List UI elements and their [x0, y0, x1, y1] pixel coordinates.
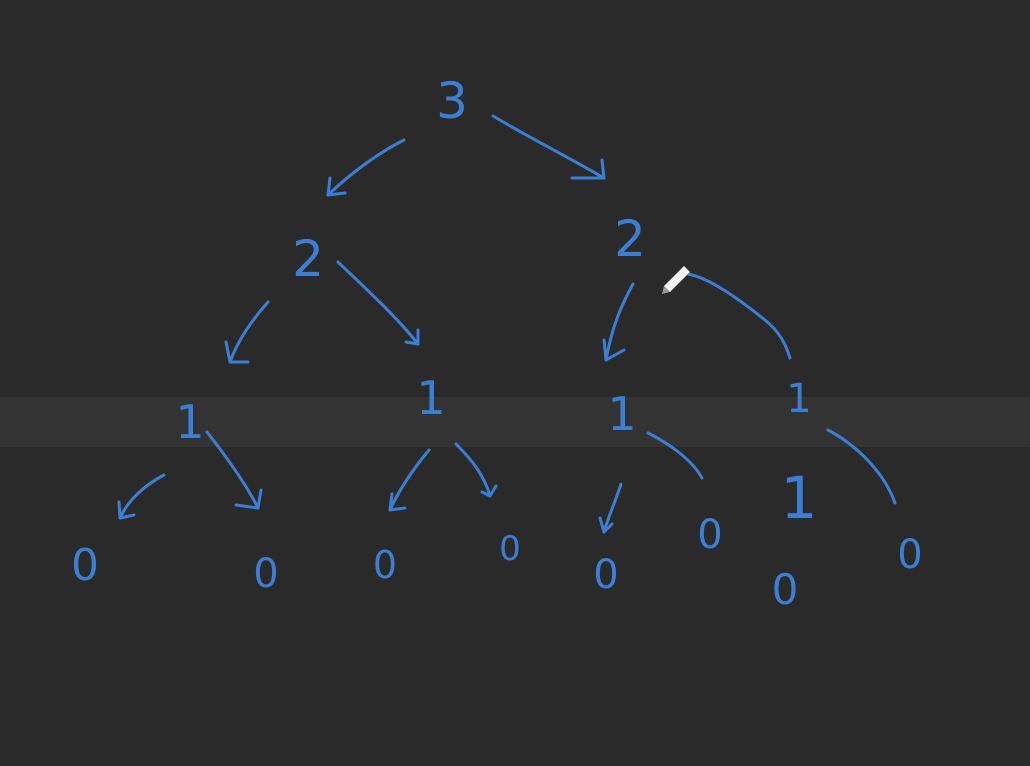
- node-l2-1: 1: [175, 395, 204, 449]
- node-root: 3: [436, 72, 468, 130]
- edge-l2-3-to-l3-6: [646, 431, 704, 480]
- node-l2-4: 1: [786, 376, 811, 422]
- node-l3-8: 0: [897, 532, 922, 578]
- node-l3-3: 0: [373, 543, 397, 587]
- node-l4-1: 0: [772, 565, 799, 614]
- node-l2-2: 1: [416, 371, 445, 425]
- node-l2-3: 1: [607, 387, 636, 441]
- arrow-l2-2-to-l3-4: [454, 442, 498, 498]
- highlight-band: [0, 397, 1030, 447]
- arrow-root-to-right: [491, 114, 606, 180]
- node-l3-6: 0: [697, 512, 722, 558]
- arrow-l2-1-to-l3-2: [205, 430, 263, 510]
- arrow-left2-to-l2-1: [224, 300, 270, 364]
- arrow-left2-to-l2-2: [336, 260, 420, 346]
- arrow-root-to-left: [326, 138, 406, 197]
- edge-l2-4-to-l3-8: [826, 428, 897, 505]
- arrow-l2-2-to-l3-3: [388, 448, 431, 512]
- arrow-right2-to-l2-3: [602, 282, 635, 362]
- node-l3-5: 0: [593, 552, 618, 598]
- node-l1-left: 2: [292, 230, 324, 288]
- node-l1-right: 2: [614, 210, 646, 268]
- arrow-l2-1-to-l3-1: [117, 473, 166, 520]
- arrow-l2-3-to-l3-5: [598, 482, 623, 534]
- node-l3-2: 0: [253, 551, 278, 597]
- pen-icon: [662, 266, 690, 294]
- node-l3-1: 0: [71, 540, 99, 591]
- node-l3-4: 0: [499, 529, 521, 569]
- node-l3-7: 1: [781, 464, 818, 532]
- edge-right2-to-l2-4: [686, 272, 792, 360]
